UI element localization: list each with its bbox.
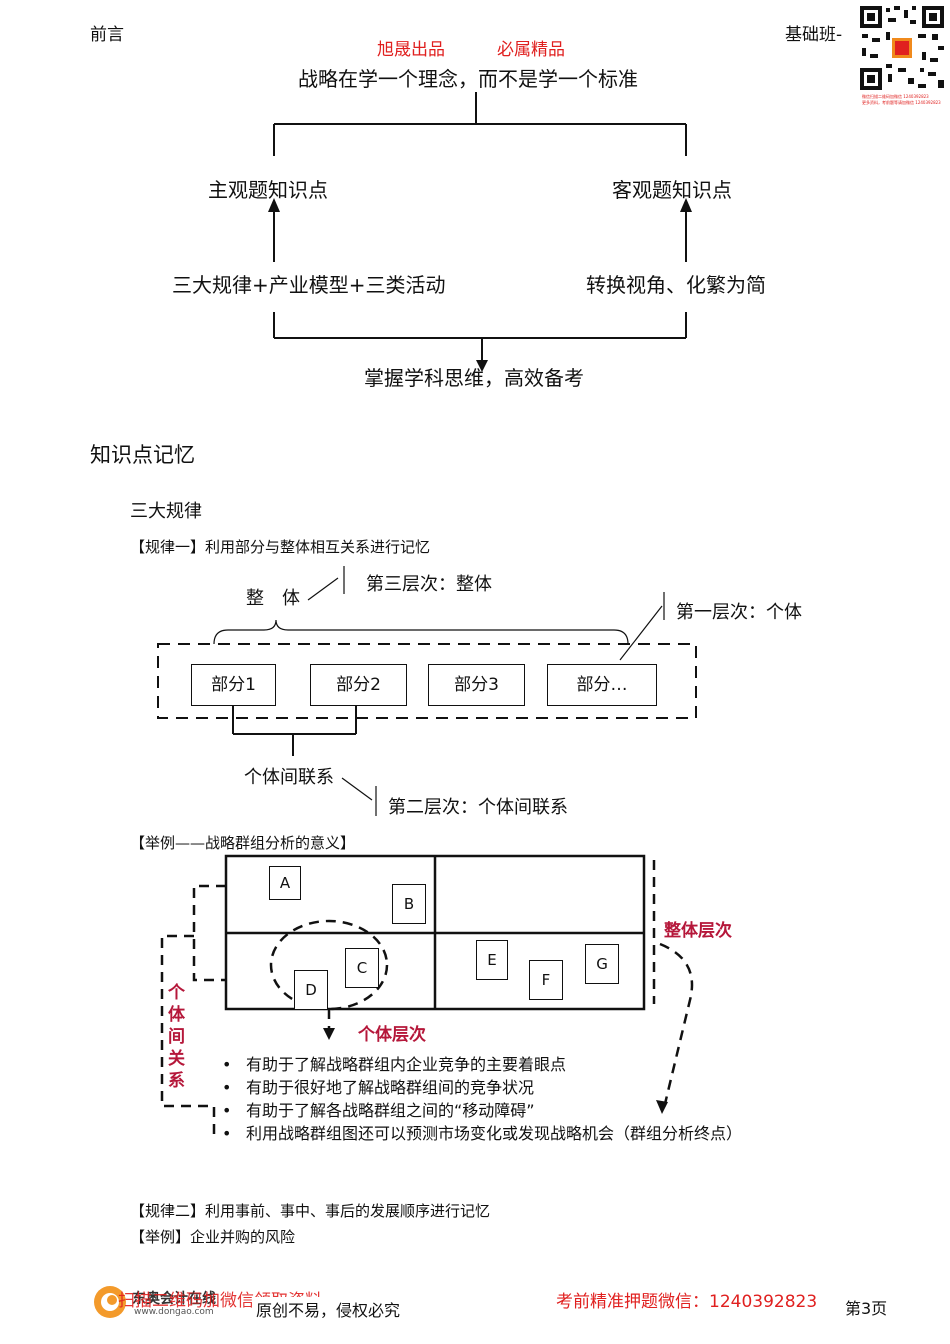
group-label: F — [541, 971, 551, 989]
level1-label: 第一层次：个体 — [676, 602, 802, 623]
logo-name: 东奥会计在线 — [132, 1291, 216, 1307]
banner-right: 必属精品 — [497, 40, 565, 60]
list-item: •有助于了解各战略群组之间的“移动障碍” — [222, 1101, 535, 1120]
group-g: G — [585, 944, 619, 984]
diagram-root: 战略在学一个理念，而不是学一个标准 — [298, 67, 638, 91]
qr-caption-2: 更多资料，考前题等请加微信 1240392823 — [862, 100, 941, 105]
relation-char: 关 — [168, 1049, 185, 1069]
bullet-text: 利用战略群组图还可以预测市场变化或发现战略机会（群组分析终点） — [246, 1124, 743, 1143]
rule1-heading: 【规律一】利用部分与整体相互关系进行记忆 — [130, 538, 431, 556]
group-label: D — [305, 981, 317, 999]
list-item: •有助于了解战略群组内企业竞争的主要着眼点 — [222, 1055, 567, 1074]
copyright: 原创不易，侵权必究 — [254, 1297, 403, 1321]
part-label: 部分3 — [454, 675, 499, 695]
group-label: E — [487, 951, 497, 969]
header-right: 基础班- — [785, 25, 843, 45]
relation-char: 系 — [168, 1071, 185, 1091]
part-label: 部分… — [576, 675, 628, 695]
group-label: A — [279, 874, 291, 892]
whole-label: 整 体 — [246, 588, 300, 609]
bullet-text: 有助于很好地了解战略群组间的竞争状况 — [246, 1078, 535, 1097]
page-number: 第3页 — [845, 1299, 888, 1318]
relation-char: 体 — [168, 1005, 185, 1025]
group-a: A — [269, 866, 301, 900]
diagram-left-base: 三大规律+产业模型+三类活动 — [172, 273, 446, 297]
group-d: D — [294, 970, 328, 1010]
level2-label: 第二层次：个体间联系 — [388, 797, 568, 818]
whole-level-label: 整体层次 — [664, 921, 732, 941]
group-f: F — [529, 960, 563, 1000]
part-box-1: 部分1 — [191, 664, 276, 706]
part-box-2: 部分2 — [310, 664, 407, 706]
example1-heading: 【举例——战略群组分析的意义】 — [130, 834, 356, 852]
diagram-bottom: 掌握学科思维，高效备考 — [364, 362, 584, 391]
relation-char: 间 — [168, 1027, 185, 1047]
level3-label: 第三层次：整体 — [366, 574, 492, 595]
relation-label: 个体间联系 — [244, 767, 334, 788]
bullet-text: 有助于了解各战略群组之间的“移动障碍” — [246, 1101, 535, 1120]
part-box-4: 部分… — [547, 664, 657, 706]
diagram-right-base: 转换视角、化繁为简 — [586, 273, 766, 297]
footer-contact: 考前精准押题微信：1240392823 — [556, 1292, 818, 1312]
part-label: 部分2 — [336, 675, 381, 695]
rule2-example: 【举例】企业并购的风险 — [130, 1228, 296, 1246]
relation-char: 个 — [168, 983, 185, 1003]
group-label: B — [403, 895, 415, 913]
section-title: 知识点记忆 — [90, 443, 195, 467]
group-e: E — [476, 940, 508, 980]
diagram-left-node: 主观题知识点 — [208, 178, 328, 202]
header-left: 前言 — [90, 25, 124, 45]
rule2-heading: 【规律二】利用事前、事中、事后的发展顺序进行记忆 — [130, 1202, 491, 1220]
group-c: C — [345, 948, 379, 988]
part-box-3: 部分3 — [428, 664, 525, 706]
qr-code-icon — [858, 4, 946, 92]
relation-vertical-label: 个 体 间 关 系 — [168, 982, 190, 1092]
diagram-right-node: 客观题知识点 — [612, 178, 732, 202]
qr-caption-1: 微信扫描二维码加微信 1240392823 — [862, 94, 929, 99]
group-label: G — [596, 955, 608, 973]
group-b: B — [392, 884, 426, 924]
logo-url: www.dongao.com — [134, 1307, 214, 1317]
list-item: •有助于很好地了解战略群组间的竞争状况 — [222, 1078, 535, 1097]
dongao-logo-icon — [92, 1284, 128, 1320]
bullet-text: 有助于了解战略群组内企业竞争的主要着眼点 — [246, 1055, 567, 1074]
list-item: •利用战略群组图还可以预测市场变化或发现战略机会（群组分析终点） — [222, 1124, 743, 1143]
banner-left: 旭晟出品 — [377, 40, 445, 60]
individual-level-label: 个体层次 — [358, 1025, 426, 1045]
part-label: 部分1 — [211, 675, 256, 695]
group-label: C — [356, 959, 368, 977]
subsection-title: 三大规律 — [130, 501, 202, 522]
bullet-list: •有助于了解战略群组内企业竞争的主要着眼点 •有助于很好地了解战略群组间的竞争状… — [222, 1053, 742, 1145]
